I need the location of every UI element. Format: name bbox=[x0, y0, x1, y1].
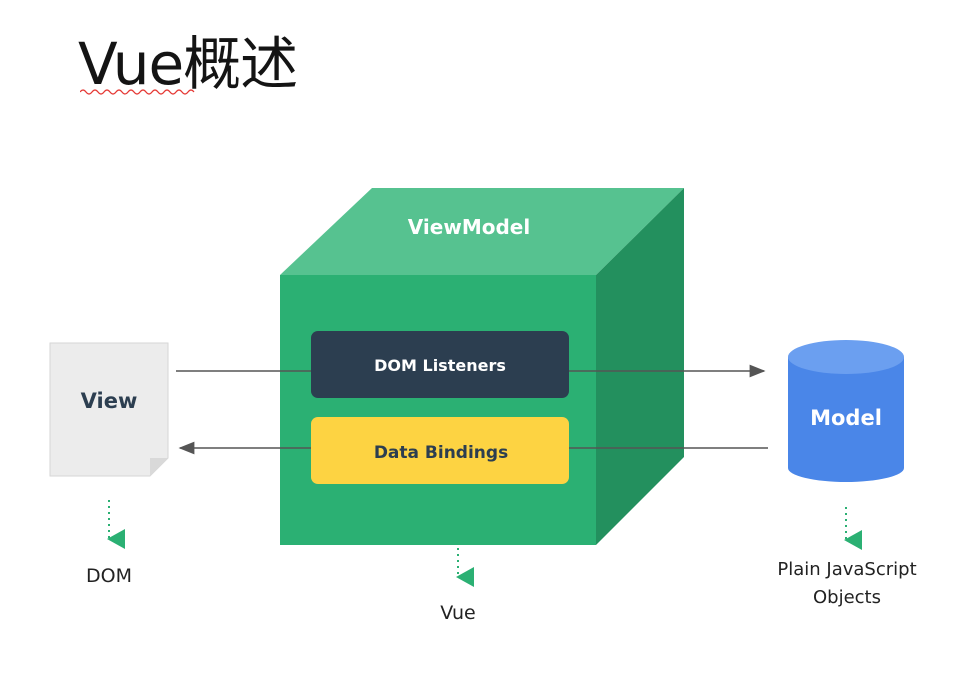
cube-top-face bbox=[280, 188, 684, 275]
cube-front-face bbox=[280, 275, 596, 545]
page-title: Vue概述 bbox=[78, 30, 298, 98]
model-caption-line2: Objects bbox=[813, 587, 881, 608]
model-label: Model bbox=[810, 406, 882, 430]
dom-listeners-label: DOM Listeners bbox=[374, 356, 506, 375]
data-bindings-box: Data Bindings bbox=[311, 417, 569, 484]
dom-listeners-box: DOM Listeners bbox=[311, 331, 569, 398]
viewmodel-label: ViewModel bbox=[408, 215, 530, 239]
data-bindings-label: Data Bindings bbox=[374, 443, 508, 463]
vue-caption: Vue bbox=[440, 602, 475, 624]
model-cylinder: Model bbox=[788, 340, 904, 482]
cube-side-face bbox=[596, 188, 684, 545]
model-caption-line1: Plain JavaScript bbox=[777, 559, 916, 580]
dom-caption: DOM bbox=[86, 565, 132, 587]
spellcheck-underline bbox=[80, 89, 195, 95]
view-document: View bbox=[49, 342, 169, 477]
viewmodel-cube: ViewModel bbox=[280, 188, 684, 545]
view-label: View bbox=[81, 389, 138, 413]
